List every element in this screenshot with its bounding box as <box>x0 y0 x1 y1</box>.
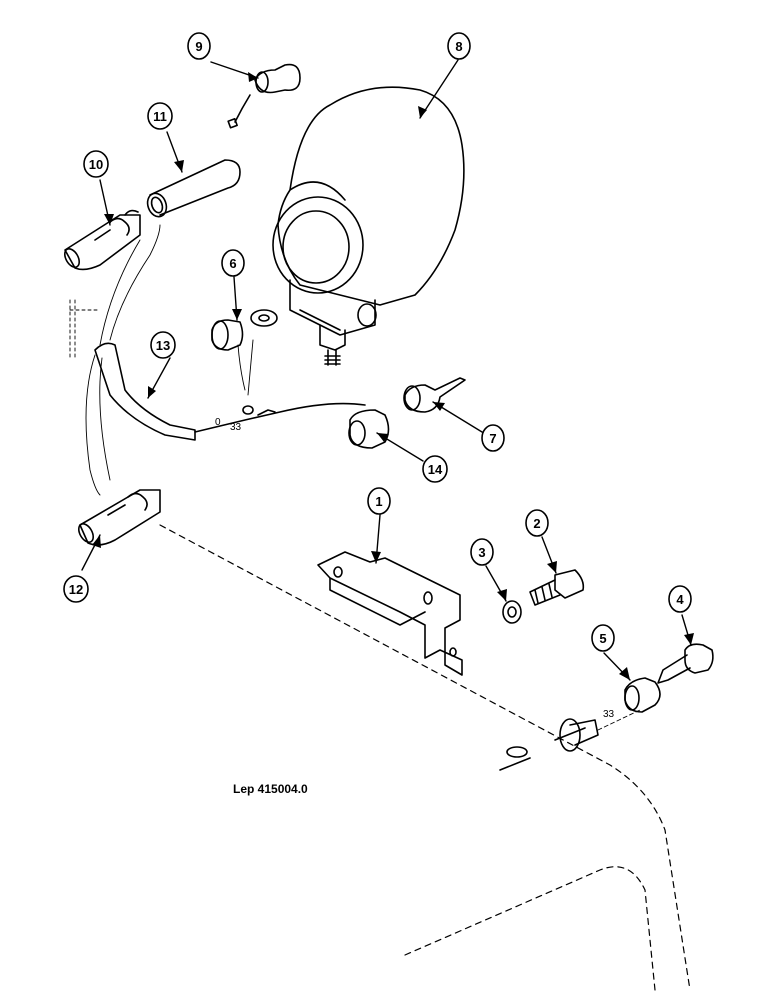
grommet-part-6 <box>211 309 278 351</box>
callout-5: 5 <box>591 624 615 652</box>
cab-outline <box>159 524 691 991</box>
callout-11: 11 <box>147 102 173 130</box>
callout-9: 9 <box>187 32 211 60</box>
wire-markings: 0 33 33 <box>215 417 615 720</box>
callout-8: 8 <box>447 32 471 60</box>
wire-marking-33-harness: 33 <box>230 422 242 433</box>
leader-arrowheads <box>92 72 694 680</box>
harness-part <box>69 224 366 496</box>
bolt-part-2 <box>529 569 585 606</box>
callout-12: 12 <box>63 575 89 603</box>
grommet-part-7 <box>403 377 466 413</box>
svg-text:10: 10 <box>89 157 103 172</box>
figure-reference: Lep 415004.0 <box>233 782 308 796</box>
work-lamp-part <box>272 86 465 366</box>
callout-14: 14 <box>422 455 448 483</box>
bulb-part <box>227 63 301 129</box>
plug-part-4 <box>657 643 714 684</box>
cab-grommet <box>499 709 641 771</box>
sleeve-part <box>146 159 241 218</box>
spacer-part-14 <box>348 409 390 449</box>
connector-part-10 <box>63 209 141 271</box>
callout-10: 10 <box>83 150 109 178</box>
svg-text:3: 3 <box>478 545 485 560</box>
svg-text:2: 2 <box>533 516 540 531</box>
bushing-part-5 <box>624 677 661 713</box>
svg-text:6: 6 <box>229 256 236 271</box>
washer-part-3 <box>502 600 522 624</box>
svg-text:9: 9 <box>195 39 202 54</box>
svg-text:4: 4 <box>676 592 684 607</box>
callout-3: 3 <box>470 538 494 566</box>
callout-6: 6 <box>221 249 245 277</box>
svg-text:11: 11 <box>153 109 167 124</box>
svg-text:8: 8 <box>455 39 462 54</box>
callout-7: 7 <box>481 424 505 452</box>
callouts: 1 2 3 4 5 6 7 8 <box>63 32 692 652</box>
leader-lines <box>81 59 692 681</box>
svg-text:1: 1 <box>375 494 382 509</box>
svg-text:7: 7 <box>489 431 496 446</box>
callout-1: 1 <box>367 487 391 515</box>
svg-text:13: 13 <box>156 338 170 353</box>
connector-part-12 <box>77 489 161 546</box>
callout-2: 2 <box>525 509 549 537</box>
callout-13: 13 <box>150 331 176 359</box>
wire-marking-0: 0 <box>215 417 221 428</box>
callout-4: 4 <box>668 585 692 613</box>
svg-text:14: 14 <box>428 462 443 477</box>
wire-marking-33-cab: 33 <box>603 709 615 720</box>
bracket-part-1 <box>317 551 463 676</box>
svg-text:12: 12 <box>69 582 83 597</box>
svg-text:5: 5 <box>599 631 606 646</box>
